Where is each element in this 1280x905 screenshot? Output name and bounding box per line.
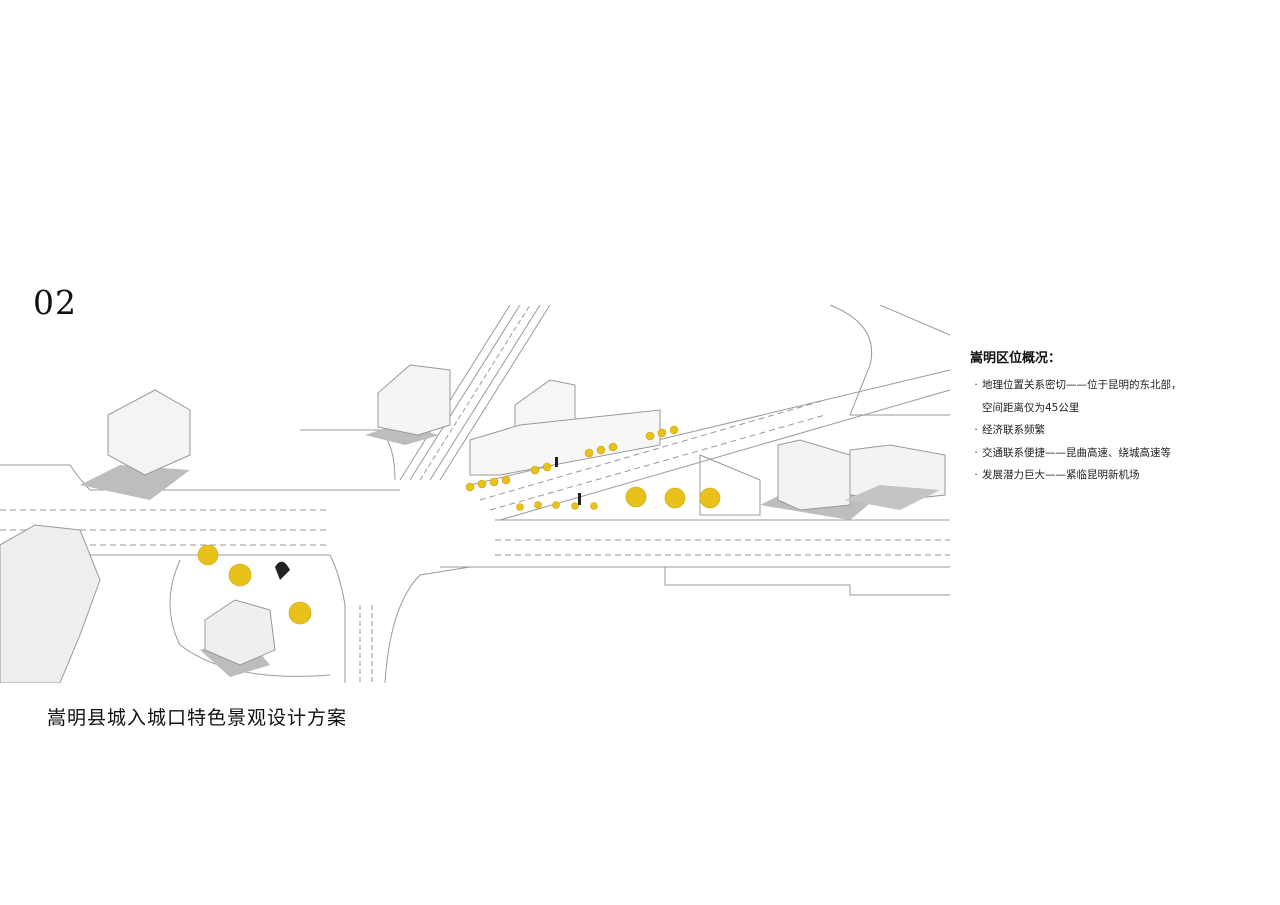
- overview-item-text: 发展潜力巨大——紧临昆明新机场: [982, 469, 1140, 481]
- building: [0, 524, 101, 683]
- road-edge: [499, 389, 951, 521]
- road-edge: [879, 305, 951, 336]
- bullet: ·: [974, 469, 978, 481]
- building: [469, 409, 661, 476]
- tree: [699, 487, 721, 509]
- overview-item-text: 地理位置关系密切——位于昆明的东北部，: [982, 379, 1182, 391]
- overview-item: · 地理位置关系密切——位于昆明的东北部，: [970, 374, 1270, 397]
- rail-line: [409, 305, 521, 481]
- tree: [197, 544, 219, 566]
- sculpture: [578, 493, 581, 505]
- bullet: ·: [974, 424, 978, 436]
- tree: [625, 486, 647, 508]
- rail-line: [429, 305, 541, 481]
- road-edge: [384, 566, 471, 683]
- road-edge: [0, 464, 400, 491]
- rail-line: [439, 305, 551, 481]
- building-shadow: [365, 425, 440, 445]
- bullet: ·: [974, 446, 978, 459]
- page-number: 02: [33, 283, 77, 322]
- overview-item: · 经济联系频繁: [970, 419, 1270, 442]
- overview-heading: 嵩明区位概况：: [970, 351, 1062, 366]
- tree: [288, 601, 312, 625]
- rail-line: [419, 305, 531, 481]
- building: [849, 444, 946, 501]
- building: [777, 439, 851, 511]
- parcel-edge: [699, 454, 761, 516]
- rail-line: [399, 305, 511, 481]
- overview-item-text: 经济联系频繁: [982, 424, 1045, 436]
- bullet: ·: [974, 379, 978, 391]
- tree: [228, 563, 252, 587]
- plaza-edge: [169, 559, 331, 677]
- road-edge: [440, 566, 950, 596]
- building: [107, 389, 191, 476]
- building: [377, 364, 451, 436]
- overview-item: · 发展潜力巨大——紧临昆明新机场: [970, 464, 1270, 487]
- road-edge: [329, 554, 346, 683]
- tree-row: [465, 425, 679, 511]
- overview-list: · 地理位置关系密切——位于昆明的东北部， 空间距离仅为45公里 · 经济联系频…: [970, 374, 1270, 487]
- sculpture: [555, 457, 558, 467]
- building: [204, 599, 276, 666]
- tree: [664, 487, 686, 509]
- site-axonometric-illustration: [0, 305, 951, 683]
- sculpture: [275, 561, 290, 580]
- project-title: 嵩明县城入城口特色景观设计方案: [47, 707, 348, 729]
- road-edge: [829, 305, 950, 416]
- building-shadow: [845, 485, 940, 510]
- overview-item: 空间距离仅为45公里: [970, 397, 1270, 420]
- road-edge: [489, 414, 826, 511]
- building-shadow: [80, 465, 190, 500]
- location-overview: 嵩明区位概况： · 地理位置关系密切——位于昆明的东北部， 空间距离仅为45公里…: [970, 347, 1270, 487]
- bullet: [970, 397, 982, 420]
- overview-item: · 交通联系便捷——昆曲高速、绕城高速等: [970, 442, 1270, 465]
- overview-item-text: 交通联系便捷——昆曲高速、绕城高速等: [982, 446, 1171, 459]
- overview-item-text: 空间距离仅为45公里: [982, 401, 1080, 414]
